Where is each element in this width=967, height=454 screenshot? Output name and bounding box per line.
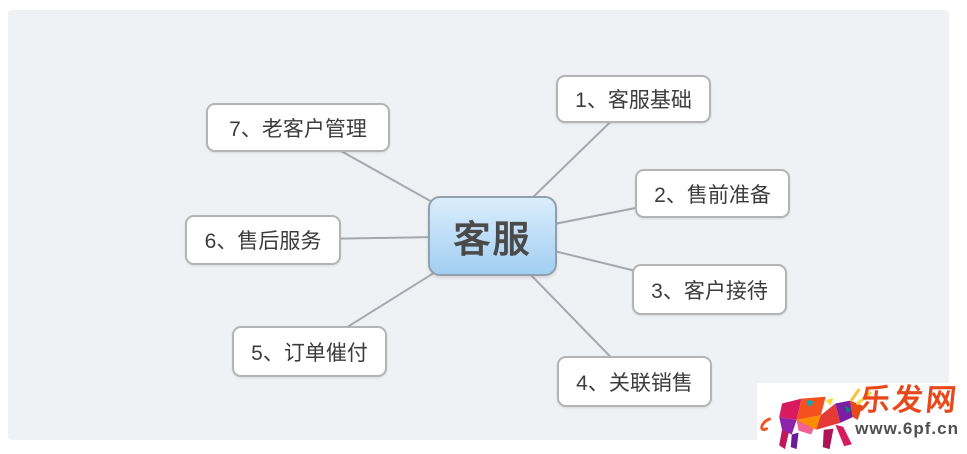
watermark-site-name: 乐发网 xyxy=(858,384,961,417)
watermark-text: 乐发网 www.6pf.cn xyxy=(855,383,961,439)
branch-node-7: 7、老客户管理 xyxy=(206,103,390,152)
branch-node-label: 2、售前准备 xyxy=(654,183,771,207)
branch-node-label: 7、老客户管理 xyxy=(229,117,367,141)
branch-node-3: 3、客户接待 xyxy=(632,264,787,315)
branch-node-4: 4、关联销售 xyxy=(557,356,712,407)
branch-node-label: 6、售后服务 xyxy=(204,230,322,253)
branch-node-5: 5、订单催付 xyxy=(232,326,387,377)
branch-node-label: 3、客户接待 xyxy=(651,279,768,303)
center-node: 客服 xyxy=(428,196,557,276)
branch-node-2: 2、售前准备 xyxy=(635,169,790,218)
bull-logo-icon xyxy=(760,388,872,450)
branch-node-label: 5、订单催付 xyxy=(251,341,368,365)
branch-node-1: 1、客服基础 xyxy=(556,75,711,123)
center-node-label: 客服 xyxy=(453,219,532,260)
branch-node-6: 6、售后服务 xyxy=(185,215,341,265)
watermark-site-url: www.6pf.cn xyxy=(855,419,959,438)
watermark: 乐发网 www.6pf.cn xyxy=(757,383,967,454)
branch-node-label: 4、关联销售 xyxy=(576,371,693,395)
branch-node-label: 1、客服基础 xyxy=(575,89,692,112)
